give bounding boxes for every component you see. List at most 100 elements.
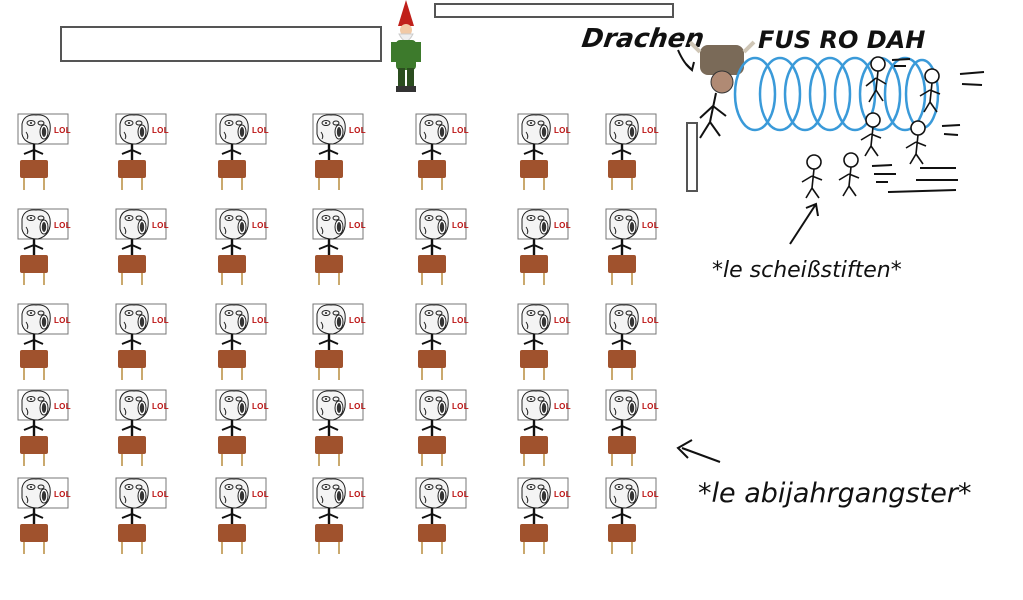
troll-face-icon xyxy=(605,303,657,380)
lol-label: LOL xyxy=(554,126,571,135)
lol-label: LOL xyxy=(54,221,71,230)
troll-face-icon xyxy=(517,113,569,190)
troll-face-icon xyxy=(115,113,167,190)
lol-label: LOL xyxy=(452,126,469,135)
troll-face-icon xyxy=(17,303,69,380)
lol-label: LOL xyxy=(152,402,169,411)
student-desk: LOL xyxy=(114,300,180,390)
lol-label: LOL xyxy=(252,402,269,411)
student-desk: LOL xyxy=(214,110,280,200)
student-desk: LOL xyxy=(604,300,670,390)
student-desk: LOL xyxy=(414,300,480,390)
troll-face-icon xyxy=(312,389,364,466)
troll-face-icon xyxy=(517,303,569,380)
student-desk: LOL xyxy=(516,300,582,390)
student-desk: LOL xyxy=(114,205,180,295)
student-desk: LOL xyxy=(214,205,280,295)
troll-face-icon xyxy=(605,113,657,190)
student-desk: LOL xyxy=(214,474,280,564)
troll-face-icon xyxy=(215,477,267,554)
abi-label: *le abijahrgangster* xyxy=(698,478,972,509)
troll-face-icon xyxy=(215,389,267,466)
student-desk: LOL xyxy=(604,474,670,564)
lol-label: LOL xyxy=(554,402,571,411)
troll-face-icon xyxy=(115,208,167,285)
troll-face-icon xyxy=(415,208,467,285)
troll-face-icon xyxy=(17,477,69,554)
lol-label: LOL xyxy=(349,316,366,325)
student-desk: LOL xyxy=(414,205,480,295)
dovahkiin-icon xyxy=(688,40,756,139)
student-desk: LOL xyxy=(311,474,377,564)
student-desk: LOL xyxy=(604,386,670,476)
student-desk: LOL xyxy=(516,474,582,564)
lol-label: LOL xyxy=(452,490,469,499)
troll-face-icon xyxy=(215,208,267,285)
troll-face-icon xyxy=(415,389,467,466)
lol-label: LOL xyxy=(54,126,71,135)
student-desk: LOL xyxy=(516,386,582,476)
lol-label: LOL xyxy=(642,126,659,135)
stiften-label: *le scheißstiften* xyxy=(712,258,902,283)
student-desk: LOL xyxy=(16,205,82,295)
troll-face-icon xyxy=(517,208,569,285)
student-desk: LOL xyxy=(214,386,280,476)
student-desk: LOL xyxy=(311,300,377,390)
student-desk: LOL xyxy=(114,474,180,564)
student-desk: LOL xyxy=(414,474,480,564)
fus-ro-dah-label: FUS RO DAH xyxy=(758,26,926,54)
lol-label: LOL xyxy=(349,402,366,411)
student-desk: LOL xyxy=(114,386,180,476)
troll-face-icon xyxy=(115,477,167,554)
lol-label: LOL xyxy=(554,316,571,325)
troll-face-icon xyxy=(605,208,657,285)
student-desk: LOL xyxy=(311,386,377,476)
troll-face-icon xyxy=(215,303,267,380)
student-desk: LOL xyxy=(311,110,377,200)
troll-face-icon xyxy=(517,477,569,554)
lol-label: LOL xyxy=(252,126,269,135)
lol-label: LOL xyxy=(642,316,659,325)
troll-face-icon xyxy=(415,303,467,380)
lol-label: LOL xyxy=(554,221,571,230)
student-desk: LOL xyxy=(516,110,582,200)
lol-label: LOL xyxy=(642,221,659,230)
lol-label: LOL xyxy=(452,221,469,230)
lol-label: LOL xyxy=(152,316,169,325)
lol-label: LOL xyxy=(554,490,571,499)
flying-students xyxy=(801,56,941,199)
troll-face-icon xyxy=(605,389,657,466)
student-desk: LOL xyxy=(311,205,377,295)
lol-label: LOL xyxy=(252,490,269,499)
shout-scene xyxy=(676,40,985,463)
troll-face-icon xyxy=(517,389,569,466)
troll-face-icon xyxy=(17,113,69,190)
blackboard-left xyxy=(60,26,382,62)
troll-face-icon xyxy=(605,477,657,554)
lol-label: LOL xyxy=(452,402,469,411)
lol-label: LOL xyxy=(152,490,169,499)
lol-label: LOL xyxy=(642,402,659,411)
student-desk: LOL xyxy=(16,474,82,564)
shout-wave xyxy=(733,56,940,132)
student-desk: LOL xyxy=(16,110,82,200)
student-desk: LOL xyxy=(516,205,582,295)
lol-label: LOL xyxy=(452,316,469,325)
lol-label: LOL xyxy=(349,490,366,499)
gnome-icon xyxy=(391,0,421,92)
troll-face-icon xyxy=(17,389,69,466)
student-desk: LOL xyxy=(414,386,480,476)
lol-label: LOL xyxy=(642,490,659,499)
student-grid: LOL LOL LOL LOL LOL LOL LOL LOL LOL LOL LOL LOL LOL L… xyxy=(16,110,670,564)
lol-label: LOL xyxy=(54,490,71,499)
troll-face-icon xyxy=(312,113,364,190)
student-desk: LOL xyxy=(214,300,280,390)
lol-label: LOL xyxy=(54,402,71,411)
lol-label: LOL xyxy=(252,221,269,230)
lol-label: LOL xyxy=(349,126,366,135)
troll-face-icon xyxy=(312,477,364,554)
lol-label: LOL xyxy=(54,316,71,325)
troll-face-icon xyxy=(115,303,167,380)
troll-face-icon xyxy=(415,477,467,554)
troll-face-icon xyxy=(17,208,69,285)
